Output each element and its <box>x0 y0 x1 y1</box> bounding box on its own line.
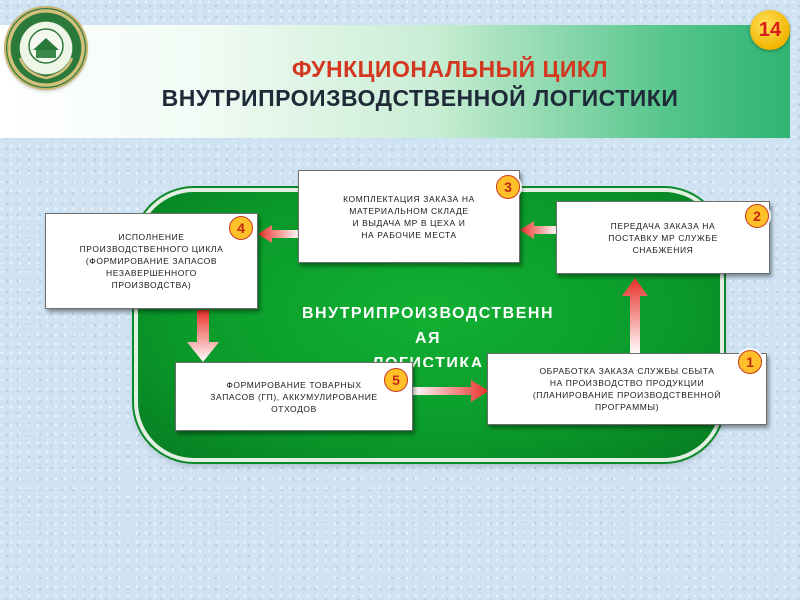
arrow-5-to-1-icon <box>413 380 489 402</box>
step-2-badge: 2 <box>745 204 769 228</box>
title-line-2: ВНУТРИПРОИЗВОДСТВЕННОЙ ЛОГИСТИКИ <box>161 85 679 111</box>
step-4-text: ИСПОЛНЕНИЕ ПРОИЗВОДСТВЕННОГО ЦИКЛА (ФОРМ… <box>79 232 224 290</box>
arrow-4-to-5-icon <box>187 310 219 362</box>
arrow-2-to-3-icon <box>520 221 558 239</box>
step-box-3: КОМПЛЕКТАЦИЯ ЗАКАЗА НА МАТЕРИАЛЬНОМ СКЛА… <box>298 170 520 263</box>
title-line-1: ФУНКЦИОНАЛЬНЫЙ ЦИКЛ <box>291 56 609 82</box>
step-2-text: ПЕРЕДАЧА ЗАКАЗА НА ПОСТАВКУ МР СЛУЖБЕ СН… <box>608 220 718 255</box>
arrow-1-to-2-icon <box>622 278 648 354</box>
step-box-2: ПЕРЕДАЧА ЗАКАЗА НА ПОСТАВКУ МР СЛУЖБЕ СН… <box>556 201 770 274</box>
step-1-number: 1 <box>746 354 754 370</box>
step-3-number: 3 <box>504 179 512 195</box>
step-1-text: ОБРАБОТКА ЗАКАЗА СЛУЖБЫ СБЫТА НА ПРОИЗВО… <box>532 366 722 412</box>
step-2-number: 2 <box>753 208 761 224</box>
step-5-text: ФОРМИРОВАНИЕ ТОВАРНЫХ ЗАПАСОВ (ГП), АККУ… <box>210 379 378 414</box>
step-box-5: ФОРМИРОВАНИЕ ТОВАРНЫХ ЗАПАСОВ (ГП), АККУ… <box>175 362 413 431</box>
step-1-badge: 1 <box>738 350 762 374</box>
arrow-3-to-4-icon <box>258 225 300 243</box>
step-3-text: КОМПЛЕКТАЦИЯ ЗАКАЗА НА МАТЕРИАЛЬНОМ СКЛА… <box>343 193 475 240</box>
step-3-badge: 3 <box>496 175 520 199</box>
step-4-badge: 4 <box>229 216 253 240</box>
step-box-4: ИСПОЛНЕНИЕ ПРОИЗВОДСТВЕННОГО ЦИКЛА (ФОРМ… <box>45 213 258 309</box>
page-number-badge: 14 <box>750 10 790 50</box>
page-number: 14 <box>758 18 782 41</box>
step-5-number: 5 <box>392 372 400 388</box>
slide-title: ФУНКЦИОНАЛЬНЫЙ ЦИКЛ ВНУТРИПРОИЗВОДСТВЕНН… <box>70 55 770 113</box>
step-4-number: 4 <box>237 220 245 236</box>
header-band <box>0 25 790 138</box>
step-box-1: ОБРАБОТКА ЗАКАЗА СЛУЖБЫ СБЫТА НА ПРОИЗВО… <box>487 353 767 425</box>
university-emblem-icon <box>6 8 86 88</box>
step-5-badge: 5 <box>384 368 408 392</box>
